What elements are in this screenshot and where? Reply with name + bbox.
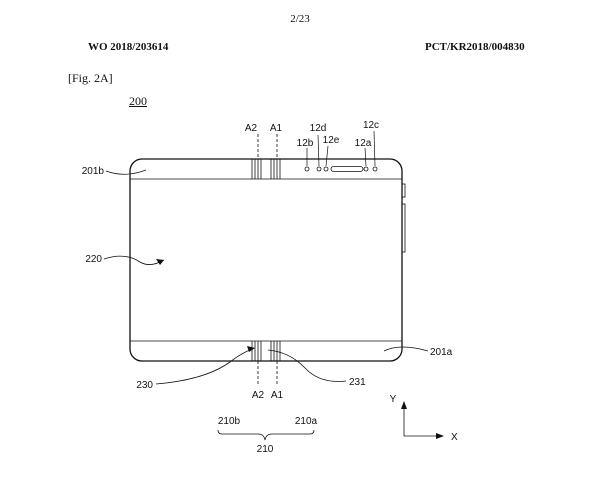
label-12a: 12a bbox=[355, 138, 372, 149]
arrow-220 bbox=[156, 259, 164, 265]
sensor-12e bbox=[323, 166, 329, 172]
application-number: PCT/KR2018/004830 bbox=[425, 41, 525, 53]
hinge-lines-top bbox=[251, 159, 281, 179]
arrow-230 bbox=[247, 346, 255, 352]
page-number: 2/23 bbox=[290, 13, 310, 25]
x-axis-arrow bbox=[436, 433, 444, 439]
label-a2-bottom: A2 bbox=[252, 390, 265, 401]
bracket-210 bbox=[217, 429, 315, 441]
label-12b: 12b bbox=[297, 138, 314, 149]
speaker-grille bbox=[330, 166, 364, 172]
y-axis-arrow bbox=[401, 401, 407, 409]
label-201b: 201b bbox=[82, 166, 105, 177]
publication-number: WO 2018/203614 bbox=[88, 41, 169, 53]
figure-label: [Fig. 2A] bbox=[68, 71, 113, 85]
label-12e: 12e bbox=[323, 135, 340, 146]
label-a1-top: A1 bbox=[270, 123, 283, 134]
label-210a: 210a bbox=[295, 416, 318, 427]
label-220: 220 bbox=[85, 254, 102, 265]
device-outline bbox=[129, 158, 403, 362]
label-231: 231 bbox=[349, 377, 366, 388]
label-210: 210 bbox=[257, 444, 274, 455]
label-12c: 12c bbox=[363, 120, 379, 131]
label-210b: 210b bbox=[218, 416, 241, 427]
sensor-12a bbox=[363, 166, 369, 172]
sensor-12d bbox=[316, 166, 322, 172]
axis-label-y: Y bbox=[390, 394, 397, 405]
leader-230 bbox=[155, 348, 254, 385]
leader-220 bbox=[103, 255, 165, 265]
leader-231 bbox=[267, 349, 347, 382]
side-button-lower bbox=[401, 203, 406, 253]
leader-201b bbox=[105, 169, 147, 175]
sensor-leaders bbox=[306, 130, 376, 167]
label-12d: 12d bbox=[310, 123, 327, 134]
label-a2-top: A2 bbox=[245, 123, 258, 134]
sensor-12c bbox=[372, 166, 378, 172]
label-201a: 201a bbox=[430, 347, 453, 358]
axis-label-x: X bbox=[451, 432, 458, 443]
figure-number: 200 bbox=[129, 94, 147, 108]
side-button-upper bbox=[401, 183, 406, 198]
label-230: 230 bbox=[136, 380, 153, 391]
sensor-12b bbox=[304, 166, 310, 172]
label-a1-bottom: A1 bbox=[271, 390, 284, 401]
leader-201a bbox=[383, 346, 429, 352]
